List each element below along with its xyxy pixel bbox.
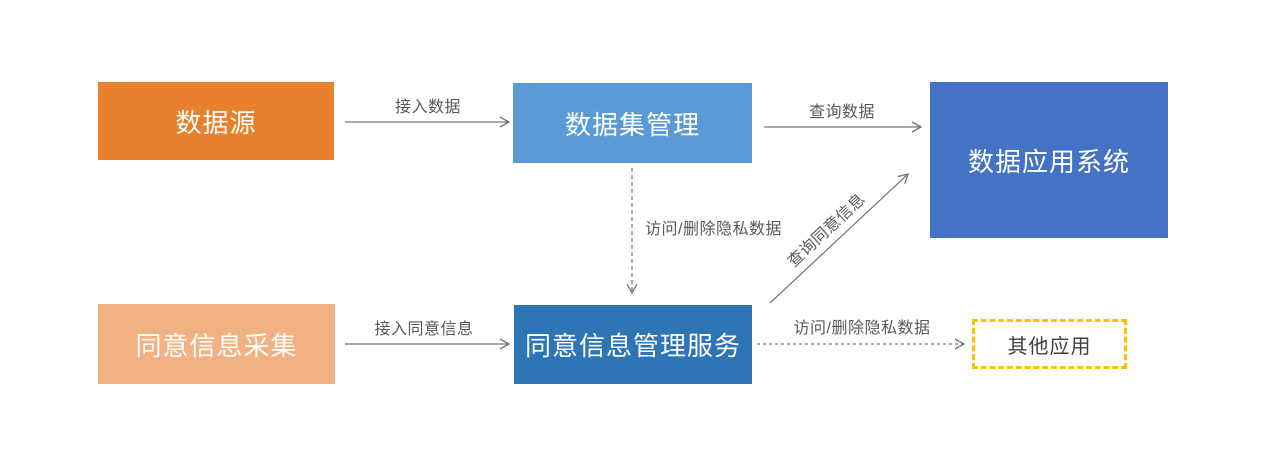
node-data-source-label: 数据源 <box>175 107 257 138</box>
edge-query-consent-info-label: 查询同意信息 <box>784 189 869 270</box>
node-data-application-system-label: 数据应用系统 <box>967 146 1130 177</box>
edge-access-delete-private-data-bottom: 访问/删除隐私数据 <box>757 319 966 350</box>
edge-access-consent-info-label: 接入同意信息 <box>374 319 473 338</box>
node-data-application-system: 数据应用系统 <box>930 82 1168 238</box>
node-consent-info-management-service: 同意信息管理服务 <box>514 305 752 384</box>
edge-query-consent-info-line <box>769 173 909 304</box>
node-consent-info-management-service-label: 同意信息管理服务 <box>524 331 741 361</box>
edge-access-delete-private-data-top-label: 访问/删除隐私数据 <box>645 220 782 238</box>
edge-access-delete-private-data-bottom-label: 访问/删除隐私数据 <box>794 319 931 337</box>
edge-access-data: 接入数据 <box>345 98 511 128</box>
edge-access-data-label: 接入数据 <box>395 98 461 116</box>
edge-access-consent-info: 接入同意信息 <box>345 319 511 350</box>
edge-query-data-label: 查询数据 <box>809 103 875 121</box>
edge-query-data: 查询数据 <box>764 103 923 133</box>
edge-access-delete-private-data-top: 访问/删除隐私数据 <box>626 168 782 295</box>
edge-query-consent-info: 查询同意信息 <box>769 173 909 304</box>
node-dataset-management: 数据集管理 <box>513 83 752 163</box>
node-other-applications-label: 其他应用 <box>1007 335 1092 358</box>
node-consent-info-collection: 同意信息采集 <box>98 304 335 384</box>
node-other-applications: 其他应用 <box>972 319 1127 369</box>
node-consent-info-collection-label: 同意信息采集 <box>135 330 298 361</box>
node-dataset-management-label: 数据集管理 <box>564 109 700 140</box>
node-data-source: 数据源 <box>98 82 334 160</box>
